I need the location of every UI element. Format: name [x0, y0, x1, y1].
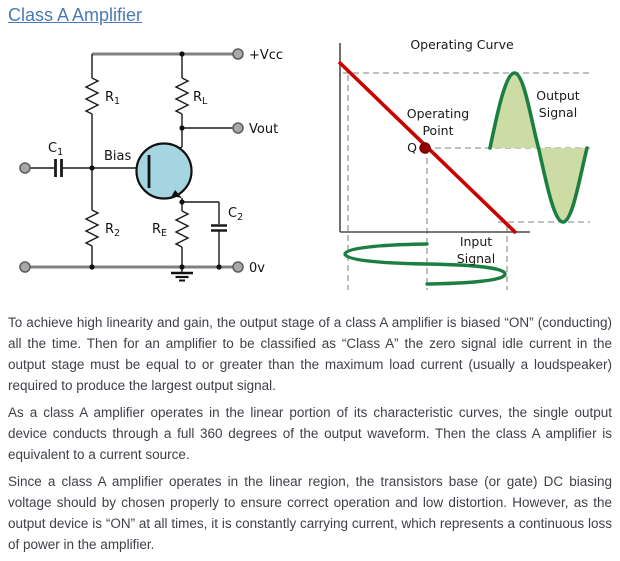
operating-point-label-line1: Operating	[407, 106, 470, 121]
c2-label: C2	[228, 206, 243, 223]
output-signal-wave	[488, 71, 589, 224]
graph-title: Operating Curve	[410, 37, 514, 52]
input-ground-terminal	[19, 261, 31, 273]
page-title-link[interactable]: Class A Amplifier	[8, 5, 143, 25]
resistor-r2	[84, 209, 100, 247]
paragraph-3: Since a class A amplifier operates in th…	[8, 474, 612, 552]
output-signal-fill	[490, 73, 587, 222]
emitter-arrow	[171, 189, 182, 198]
vout-terminal	[232, 122, 244, 134]
axes	[339, 43, 530, 233]
circuit-diagram: +Vcc Vout 0v Bias R1 RL R2 RE C1 C2	[19, 48, 283, 282]
resistor-re	[174, 210, 190, 248]
bias-label: Bias	[104, 149, 131, 164]
supply-rails	[30, 52, 233, 269]
input-signal-label-line2: Signal	[457, 251, 495, 266]
re-label: RE	[152, 222, 167, 239]
zerov-terminal	[232, 261, 244, 273]
zerov-label: 0v	[249, 261, 265, 276]
input-terminal	[19, 162, 31, 174]
resistor-rl	[174, 77, 190, 115]
operating-point-label-line2: Point	[422, 123, 453, 138]
q-label: Q	[407, 140, 417, 155]
ground-icon	[171, 267, 193, 282]
c1-label: C1	[48, 141, 63, 158]
output-signal-label-line2: Signal	[539, 105, 577, 120]
rl-label: RL	[193, 90, 208, 107]
input-signal-label-line1: Input	[460, 234, 492, 249]
r2-label: R2	[105, 222, 120, 239]
r1-label: R1	[105, 90, 120, 107]
q-point-dot	[419, 142, 431, 154]
terminals	[19, 48, 244, 273]
resistor-r1	[84, 77, 100, 115]
vcc-label: +Vcc	[249, 48, 283, 63]
paragraph-2: As a class A amplifier operates in the l…	[8, 405, 612, 462]
operating-curve-figure: Operating Curve Q Operating Point Output…	[337, 37, 590, 290]
figures-row: +Vcc Vout 0v Bias R1 RL R2 RE C1 C2	[0, 32, 620, 308]
transistor	[135, 142, 193, 200]
resistors	[84, 77, 190, 248]
article-text: To achieve high linearity and gain, the …	[8, 306, 612, 561]
input-signal-wave	[343, 242, 507, 286]
vout-label: Vout	[249, 122, 278, 137]
junction-dots	[89, 51, 222, 270]
vcc-terminal	[232, 48, 244, 60]
dashed-guides	[343, 72, 590, 290]
paragraph-1: To achieve high linearity and gain, the …	[8, 315, 612, 393]
capacitor-c1	[54, 159, 63, 177]
output-signal-label-line1: Output	[536, 88, 580, 103]
capacitor-c2	[211, 224, 227, 232]
